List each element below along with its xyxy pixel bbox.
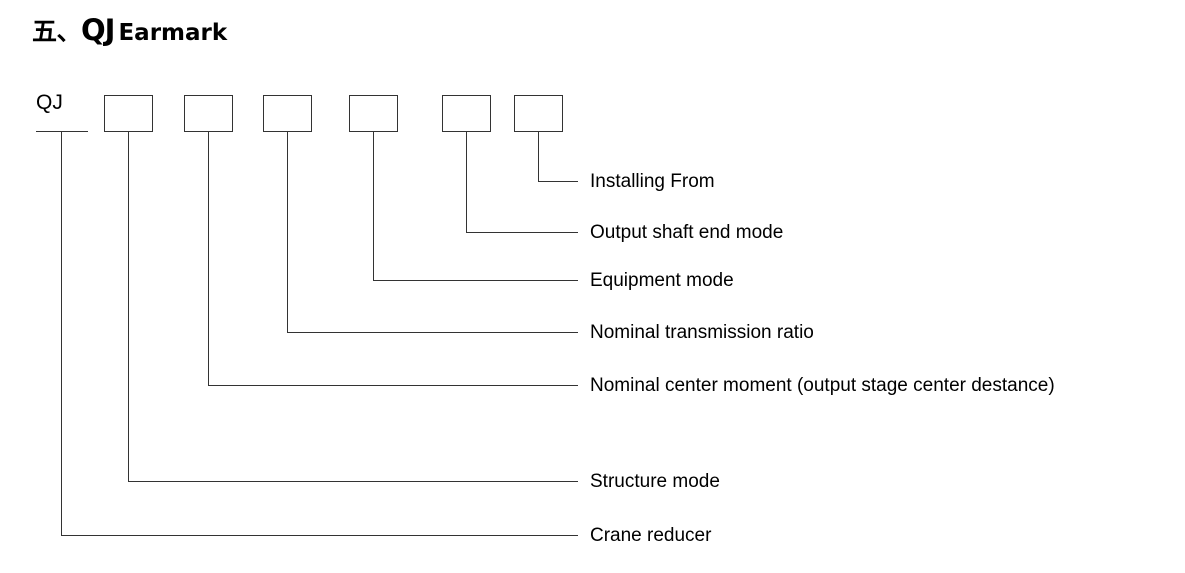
callout-crane-reducer: Crane reducer [590, 525, 712, 546]
callout-output-shaft-end-mode: Output shaft end mode [590, 222, 784, 243]
callout-structure-mode: Structure mode [590, 471, 720, 492]
code-box-6[interactable] [514, 95, 563, 132]
leader-structure-mode [127, 132, 578, 483]
leader-equipment-mode [372, 132, 578, 282]
leader-nominal-transmission-ratio [286, 132, 578, 334]
title-word: Earmark [118, 20, 228, 46]
leader-crane-reducer [60, 131, 578, 537]
code-box-2[interactable] [184, 95, 233, 132]
leader-nominal-center-moment [207, 132, 578, 387]
title-code-prefix: QJ [81, 13, 115, 47]
leader-installing-form [537, 132, 578, 183]
callout-equipment-mode: Equipment mode [590, 270, 734, 291]
callout-nominal-transmission-ratio: Nominal transmission ratio [590, 322, 814, 343]
leader-output-shaft-end-mode [465, 132, 578, 234]
title-section-number: 五、 [32, 17, 82, 46]
code-box-5[interactable] [442, 95, 491, 132]
code-box-3[interactable] [263, 95, 312, 132]
code-prefix-qj: QJ [36, 91, 63, 114]
code-box-4[interactable] [349, 95, 398, 132]
callout-nominal-center-moment: Nominal center moment (output stage cent… [590, 375, 1055, 396]
code-box-1[interactable] [104, 95, 153, 132]
callout-installing-form: Installing From [590, 171, 715, 192]
